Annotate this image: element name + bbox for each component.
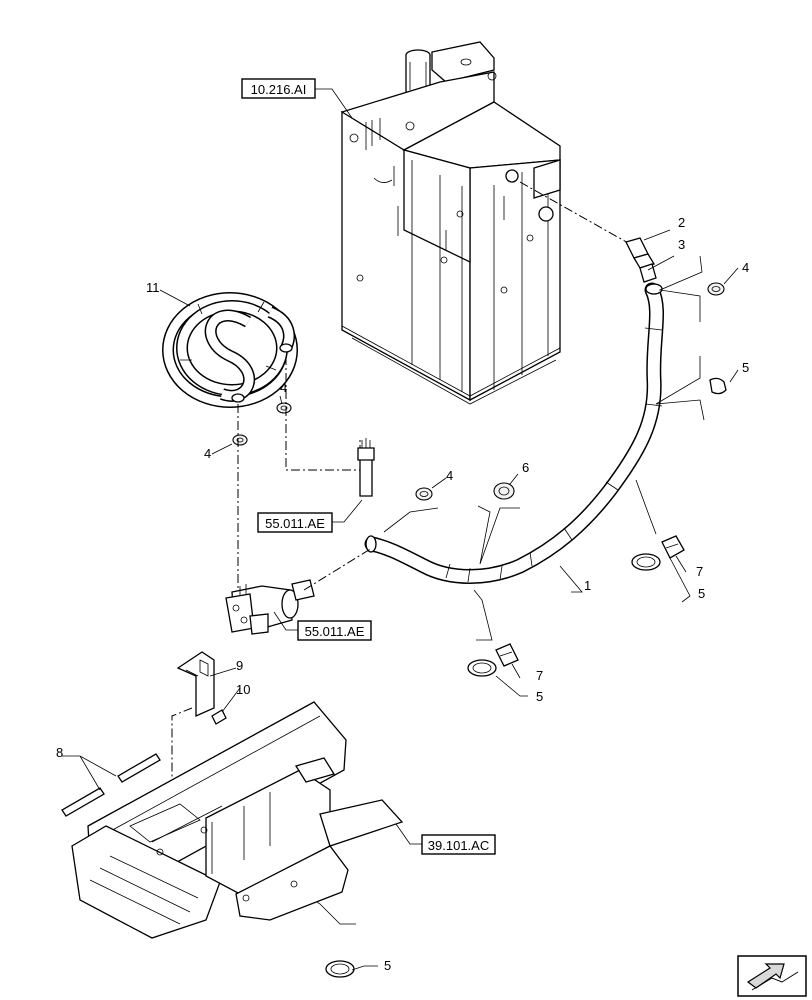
bolt-10 bbox=[211, 709, 227, 725]
reference-frame: 39.101.AC bbox=[395, 823, 496, 855]
callout-5-bottom: 5 bbox=[384, 958, 391, 973]
callout-4-mid: 4 bbox=[446, 468, 453, 483]
reference-tank-label: 10.216.AI bbox=[251, 82, 307, 97]
tank-assembly bbox=[340, 41, 561, 405]
grommet-5-lower-right bbox=[631, 553, 661, 571]
bracket-9 bbox=[176, 651, 215, 718]
callout-4-hose-top: 4 bbox=[280, 380, 287, 395]
callout-7-mid: 7 bbox=[536, 668, 543, 683]
reference-tank: 10.216.AI bbox=[241, 78, 353, 119]
leader-dash bbox=[303, 547, 373, 591]
callout-leaders bbox=[62, 267, 739, 971]
fitting-3 bbox=[639, 255, 675, 283]
callout-numbers: 1 2 3 4 4 4 4 5 5 5 5 6 7 7 8 9 10 11 bbox=[56, 215, 749, 973]
clip-7-mid bbox=[495, 643, 519, 667]
callout-8: 8 bbox=[56, 745, 63, 760]
callout-5-right: 5 bbox=[742, 360, 749, 375]
clamp-4-mid bbox=[415, 487, 433, 501]
grommet-5-right bbox=[709, 377, 727, 395]
leader-dash bbox=[285, 356, 361, 471]
reference-unit-label: 55.011.AE bbox=[305, 624, 365, 639]
fitting-2 bbox=[625, 229, 671, 269]
callout-2: 2 bbox=[678, 215, 685, 230]
pins-8 bbox=[61, 753, 161, 817]
view-direction-arrow-icon[interactable] bbox=[737, 955, 807, 997]
clamp-4-coil-right bbox=[276, 402, 292, 414]
callout-4-hose-left: 4 bbox=[204, 446, 211, 461]
grommet-5-bottom bbox=[325, 960, 355, 978]
callout-5-mid: 5 bbox=[536, 689, 543, 704]
clip-7-right bbox=[661, 535, 685, 559]
hose-coil-11 bbox=[162, 292, 298, 408]
callout-7-right: 7 bbox=[696, 564, 703, 579]
pump-unit bbox=[225, 579, 315, 635]
reference-wire: 55.011.AE bbox=[257, 499, 363, 533]
callout-11: 11 bbox=[146, 280, 160, 295]
callout-9: 9 bbox=[236, 658, 243, 673]
clamp-4-coil-left bbox=[232, 434, 248, 446]
leader-dash bbox=[171, 707, 193, 800]
reference-frame-label: 39.101.AC bbox=[428, 838, 489, 853]
reference-unit: 55.011.AE bbox=[273, 611, 372, 641]
leader-dash bbox=[519, 181, 631, 245]
callout-10: 10 bbox=[236, 682, 250, 697]
sensor-connector bbox=[357, 438, 375, 497]
hose-1 bbox=[364, 282, 664, 584]
section-marks bbox=[291, 255, 705, 925]
frame-assembly bbox=[71, 701, 404, 939]
clamp-4-right bbox=[707, 282, 725, 296]
callout-5-lower-right: 5 bbox=[698, 586, 705, 601]
callout-4-right: 4 bbox=[742, 260, 749, 275]
callout-1: 1 bbox=[584, 578, 591, 593]
grommet-6 bbox=[493, 482, 515, 500]
callout-6: 6 bbox=[522, 460, 529, 475]
callout-3: 3 bbox=[678, 237, 685, 252]
grommet-5-mid bbox=[467, 659, 497, 677]
reference-wire-label: 55.011.AE bbox=[265, 516, 325, 531]
